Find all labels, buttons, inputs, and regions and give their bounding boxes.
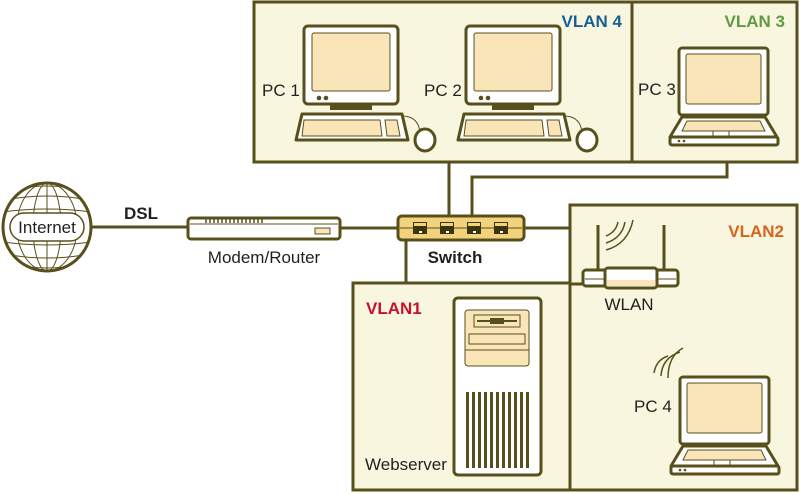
- pc1-desktop-icon: [294, 24, 437, 153]
- internet-label: Internet: [18, 218, 76, 237]
- link-vlan3-switch: [470, 162, 729, 216]
- modem-router-icon: [186, 216, 342, 241]
- pc3-label: PC 3: [638, 80, 676, 99]
- pc4-laptop-icon: [653, 347, 781, 476]
- switch-label: Switch: [428, 248, 483, 267]
- vlan2-label: VLAN2: [728, 222, 784, 241]
- dsl-label: DSL: [124, 204, 158, 223]
- pc4-label: PC 4: [634, 397, 672, 416]
- pc1-label: PC 1: [262, 81, 300, 100]
- modem-router-label: Modem/Router: [208, 248, 321, 267]
- vlan1-label: VLAN1: [366, 299, 422, 318]
- webserver-label: Webserver: [365, 455, 447, 474]
- webserver-tower-icon: [452, 296, 543, 477]
- vlan4-label: VLAN 4: [562, 12, 623, 31]
- pc2-label: PC 2: [424, 81, 462, 100]
- pc2-desktop-icon: [456, 24, 599, 153]
- wlan-label: WLAN: [604, 295, 653, 314]
- internet-globe-icon: [1, 181, 93, 273]
- switch-icon: [396, 214, 526, 242]
- pc3-laptop-icon: [668, 46, 780, 147]
- wlan-access-point-icon: [581, 219, 680, 290]
- vlan3-label: VLAN 3: [725, 12, 785, 31]
